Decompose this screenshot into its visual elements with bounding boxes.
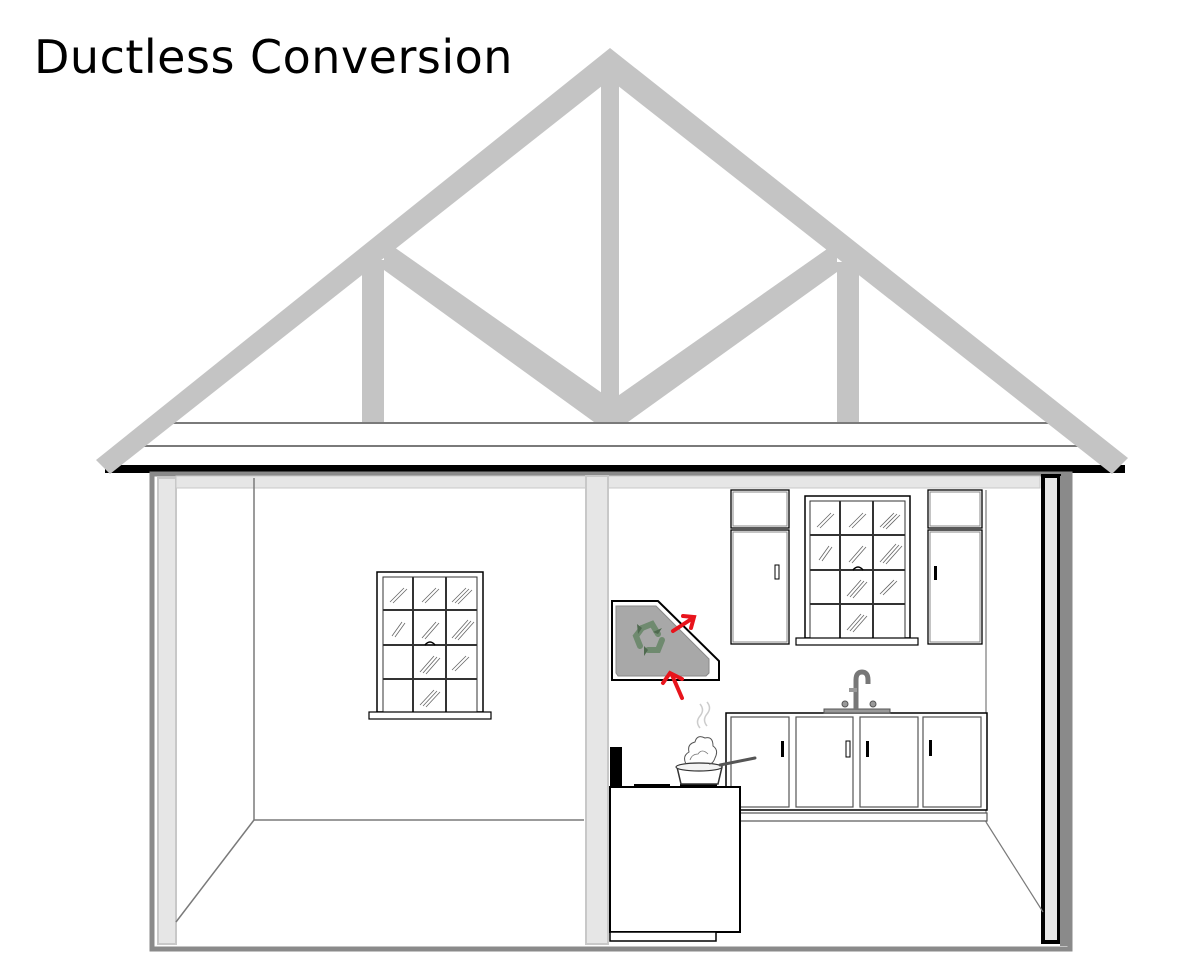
upper-cabinet-left bbox=[730, 489, 790, 645]
kitchen-room bbox=[985, 490, 1044, 913]
airflow-out-arrow-icon bbox=[671, 614, 697, 633]
recycle-icon bbox=[632, 620, 665, 656]
eave-beam bbox=[105, 422, 1125, 473]
kitchen-window bbox=[795, 495, 919, 646]
airflow-in-arrow-icon bbox=[661, 670, 684, 700]
left-room bbox=[175, 478, 584, 923]
diagram-title: Ductless Conversion bbox=[34, 30, 513, 84]
stove bbox=[609, 747, 741, 942]
roof-truss bbox=[96, 48, 1128, 474]
house-walls bbox=[149, 471, 1073, 952]
ductless-range-hood bbox=[611, 600, 720, 681]
upper-cabinet-right bbox=[927, 489, 983, 645]
sink-faucet bbox=[823, 669, 891, 714]
base-cabinets bbox=[725, 712, 988, 822]
left-window bbox=[368, 571, 492, 720]
steaming-pot bbox=[675, 701, 757, 785]
